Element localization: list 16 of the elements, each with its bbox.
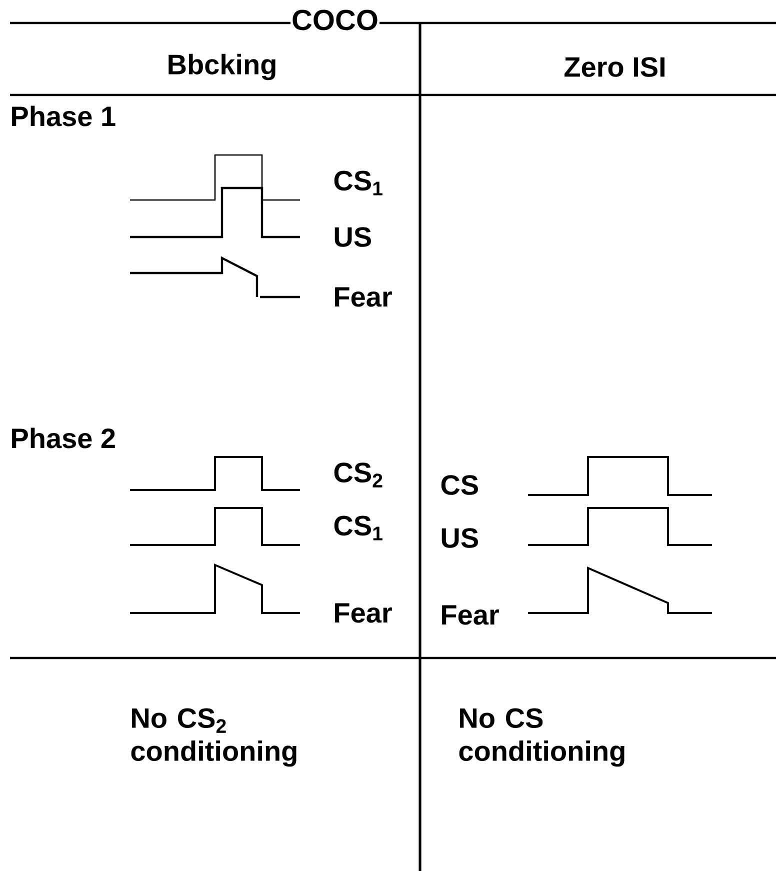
column-header: Bbcking	[168, 54, 276, 80]
signal-label: CS$_{1}$	[334, 516, 382, 540]
phase-label: Phase 1	[12, 106, 116, 126]
signal-label: Fear	[335, 603, 392, 623]
outcome-text: No CS$_{2}$ conditioning	[131, 708, 296, 767]
phase-label: Phase 2	[12, 428, 115, 448]
signal-label: CS$_{1}$	[334, 170, 382, 196]
signal-label: Fear	[442, 605, 499, 625]
signal-label: CS$_{2}$	[334, 462, 382, 488]
signal-label: US	[334, 227, 371, 247]
outcome-text: No CS conditioning	[459, 708, 624, 767]
signal-label: US	[442, 528, 478, 548]
signal-label: CS	[441, 475, 478, 495]
signal-label: Fear	[335, 287, 392, 307]
heading: COCO	[290, 8, 380, 32]
column-header: Zero ISI	[564, 57, 664, 77]
